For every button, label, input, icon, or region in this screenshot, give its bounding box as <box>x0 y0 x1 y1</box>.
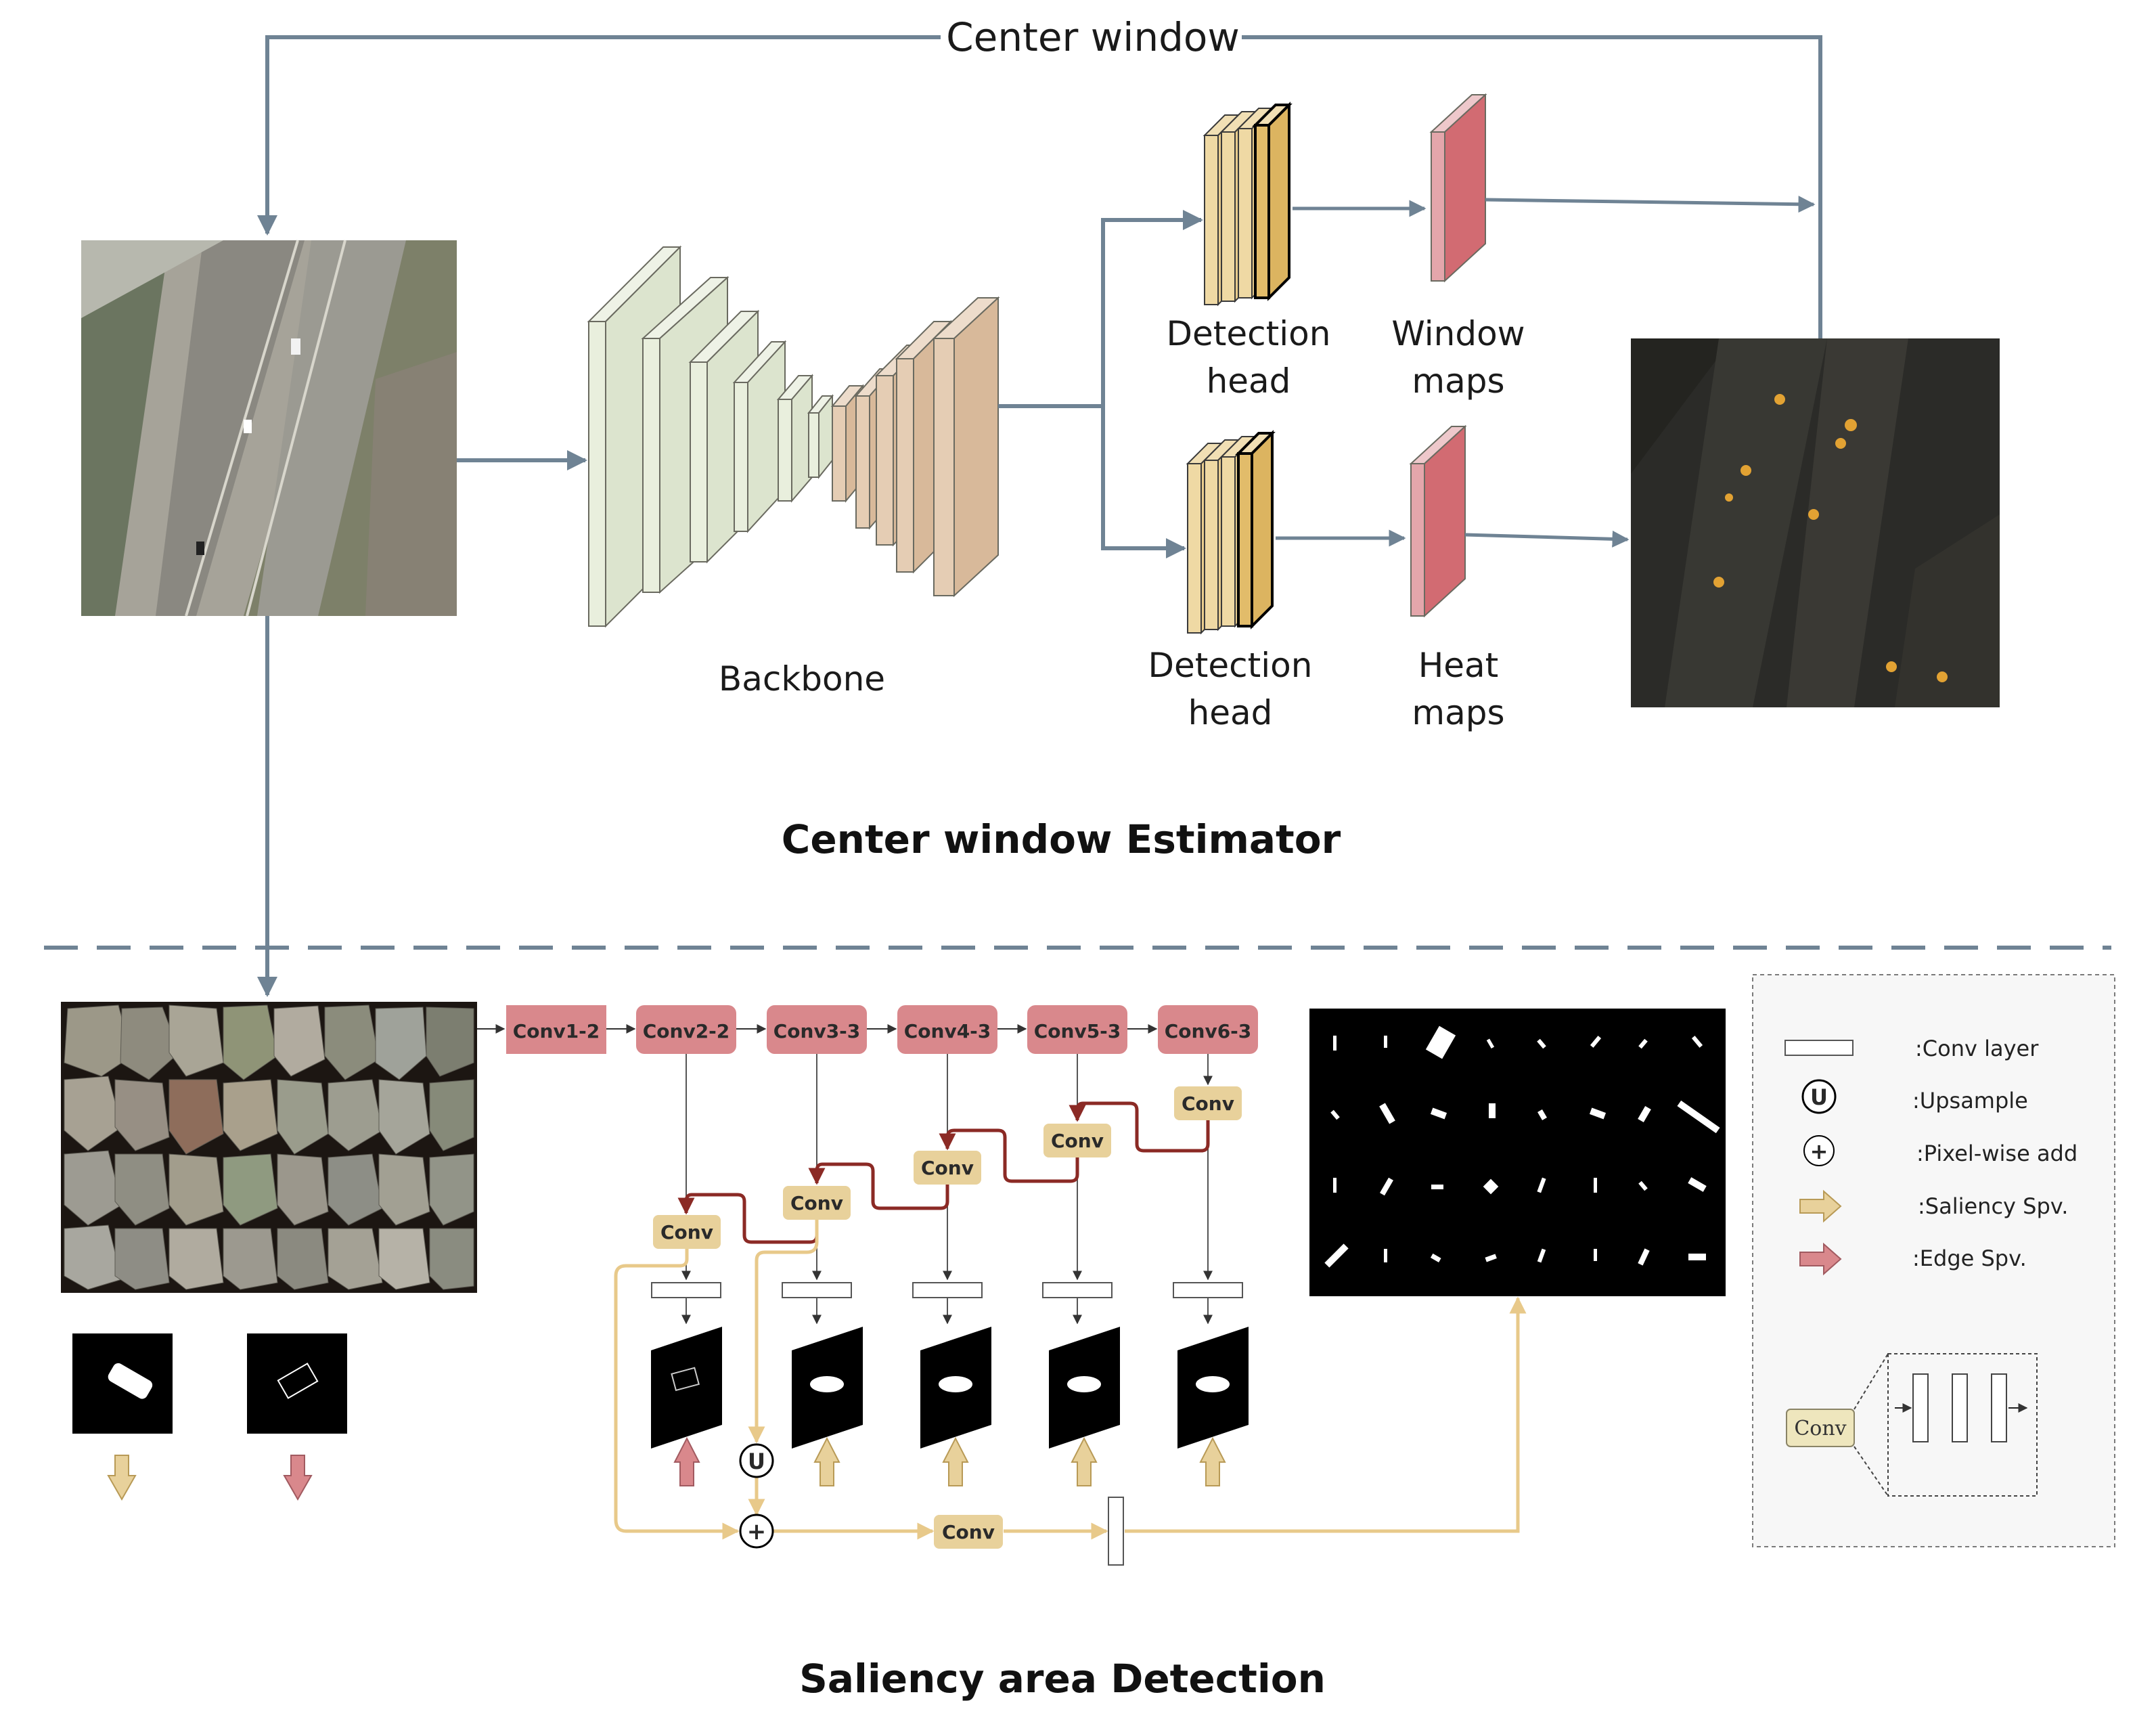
side-output-maps <box>651 1327 1249 1449</box>
backbone-label: Backbone <box>719 659 885 699</box>
conv5-3-label: Conv5-3 <box>1034 1020 1121 1042</box>
window-maps-line2: maps <box>1412 361 1504 401</box>
fusion-conv-layer <box>1108 1497 1124 1566</box>
window-to-output-arrow <box>1485 196 1816 213</box>
saliency-supervision-arrow-gt <box>107 1455 137 1501</box>
upsample-node: U <box>739 1443 774 1478</box>
heat-maps-line2: maps <box>1412 693 1504 732</box>
detection-head-1 <box>1203 102 1293 307</box>
legend-conv-layer-text: :Conv layer <box>1915 1036 2039 1061</box>
side-conv-6 <box>1174 1086 1242 1120</box>
side-conv-3-label: Conv <box>790 1192 843 1214</box>
legend-upsample-icon <box>1801 1079 1837 1114</box>
top-down-connectors <box>677 1101 1210 1244</box>
heat-maps-line1: Heat <box>1418 646 1499 685</box>
legend-conv-detail-frame <box>1887 1353 2038 1497</box>
legend-edge-text: :Edge Spv. <box>1912 1245 2027 1271</box>
conv-layer-bars <box>651 1282 1243 1298</box>
conv3-3-block <box>767 1005 867 1054</box>
conv3-3-label: Conv3-3 <box>773 1020 861 1042</box>
detection-head-2-line2: head <box>1188 693 1273 732</box>
conv6-3-label: Conv6-3 <box>1165 1020 1252 1042</box>
heat-maps-block <box>1409 424 1467 618</box>
detection-head-2-line1: Detection <box>1148 646 1313 685</box>
legend-edge-arrow-icon <box>1799 1242 1842 1276</box>
legend-saliency-arrow-icon <box>1799 1189 1842 1223</box>
heat-to-output-arrow <box>1464 530 1630 548</box>
legend-pixel-add-text: :Pixel-wise add <box>1916 1141 2078 1166</box>
side-conv-4-label: Conv <box>921 1157 974 1179</box>
window-maps-line1: Window <box>1391 314 1525 353</box>
saliency-mask-output <box>1309 1009 1726 1296</box>
conv6-3-block <box>1158 1005 1258 1054</box>
edge-supervision-arrow-gt <box>283 1455 313 1501</box>
add-symbol: + <box>747 1518 767 1545</box>
add-node: + <box>739 1514 774 1549</box>
conv1-2-block <box>506 1005 606 1054</box>
center-window-loop <box>257 35 1822 338</box>
window-maps-block <box>1429 93 1487 283</box>
fusion-conv-box <box>934 1515 1003 1549</box>
side-conv-boxes: Conv Conv Conv Conv Conv <box>653 1086 1242 1249</box>
side-conv-5 <box>1043 1124 1111 1157</box>
detection-head-2 <box>1186 430 1276 635</box>
heatmap-output-image <box>1631 338 2000 707</box>
legend-box: :Conv layer U :Upsample + :Pixel-wise ad… <box>1752 974 2115 1547</box>
conv1-2-label: Conv1-2 <box>513 1020 600 1042</box>
center-window-label-bg <box>944 15 1242 62</box>
legend-conv-layer-icon <box>1784 1040 1854 1056</box>
side-supervision-arrows <box>673 1436 1226 1486</box>
aerial-input-image <box>81 240 457 617</box>
conv4-3-block <box>897 1005 997 1054</box>
legend-add-symbol: + <box>1810 1139 1828 1164</box>
conv-block-row: Conv1-2 Conv2-2 Conv3-3 Conv4-3 Conv5-3 … <box>506 1005 1258 1054</box>
side-conv-2 <box>653 1215 721 1249</box>
legend-add-icon <box>1803 1135 1835 1166</box>
conv2-2-label: Conv2-2 <box>643 1020 730 1042</box>
side-conv-3 <box>783 1186 851 1220</box>
saliency-section-title: Saliency area Detection <box>799 1656 1326 1702</box>
saliency-gt-mask <box>72 1333 173 1434</box>
center-window-label: Center window <box>946 14 1240 60</box>
edge-gt-mask <box>247 1333 347 1434</box>
side-conv-5-label: Conv <box>1051 1130 1104 1152</box>
detection-head-1-line1: Detection <box>1167 314 1331 353</box>
cropped-patches-mosaic <box>61 1002 477 1293</box>
detection-head-1-line2: head <box>1207 361 1291 401</box>
upsample-symbol: U <box>748 1449 765 1474</box>
conv5-3-block <box>1027 1005 1127 1054</box>
legend-conv-detail-label: Conv <box>1794 1417 1846 1440</box>
conv4-3-label: Conv4-3 <box>904 1020 991 1042</box>
backbone-split-arrows <box>998 210 1203 558</box>
legend-upsample-text: :Upsample <box>1912 1088 2028 1113</box>
legend-saliency-text: :Saliency Spv. <box>1918 1193 2068 1219</box>
conv2-2-block <box>636 1005 736 1054</box>
fusion-conv-label: Conv <box>942 1521 995 1543</box>
legend-upsample-symbol: U <box>1810 1084 1828 1110</box>
legend-conv-detail-box <box>1786 1409 1855 1447</box>
estimator-section-title: Center window Estimator <box>782 816 1341 862</box>
side-conv-6-label: Conv <box>1182 1092 1234 1115</box>
side-conv-2-label: Conv <box>660 1221 713 1243</box>
side-conv-4 <box>914 1151 981 1185</box>
fusion-paths <box>614 1220 1527 1540</box>
backbone-blocks <box>587 245 1000 628</box>
